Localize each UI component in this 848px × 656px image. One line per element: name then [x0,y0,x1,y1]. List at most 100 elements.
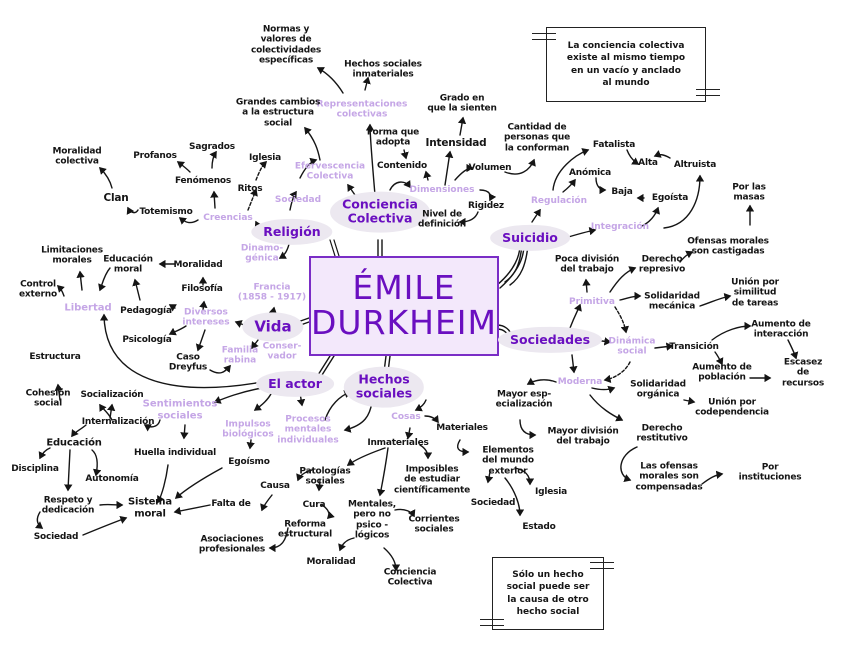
node-patologias: Patologías sociales [299,466,351,487]
node-primitiva: Primitiva [569,296,615,307]
branch-el-actor[interactable]: El actor [256,370,334,398]
node-derecho-represivo: Derecho represivo [638,254,686,275]
node-causa: Causa [260,480,290,491]
node-union-codependencia: Unión por codependencia [695,397,769,418]
node-grandes-cambios: Grandes cambios a la estructura social [235,97,321,129]
note-hecho-social: Sólo un hecho social puede ser la causa … [492,557,604,630]
note-mark [532,33,556,40]
node-cohesion: Cohesión social [25,388,71,409]
node-solidaridad-mecanica: Solidaridad mecánica [644,291,700,312]
node-integracion: Integración [590,221,650,232]
node-por-masas: Por las masas [732,182,766,203]
note-mark [590,562,614,569]
node-materiales: Materiales [436,422,488,433]
node-impulsos: Impulsos biológicos [222,419,274,440]
branch-vida[interactable]: Vida [242,312,304,342]
node-clan: Clan [103,191,129,204]
node-rigidez: Rigidez [468,200,504,211]
node-fenomenos: Fenómenos [174,175,232,186]
node-cosas: Cosas [391,411,421,422]
node-fatalista: Fatalista [592,139,636,150]
node-aumento-interaccion: Aumento de interacción [751,319,811,340]
node-conservador: Conser- vador [262,341,302,362]
node-libertad: Libertad [64,302,112,314]
node-alta: Alta [638,157,658,168]
note-mark [696,89,720,96]
node-disciplina: Disciplina [11,463,59,474]
branch-sociedades[interactable]: Sociedades [497,326,603,354]
branch-conciencia-colectiva[interactable]: Conciencia Colectiva [330,191,430,233]
node-huella: Huella individual [134,447,216,458]
node-escasez: Escasez de recursos [781,357,825,389]
branch-religion[interactable]: Religión [251,218,333,246]
node-hechos-inmateriales: Hechos sociales inmateriales [344,59,422,80]
node-reforma: Reforma estructural [277,519,333,540]
node-moralidad-hechos: Moralidad [306,556,356,567]
branch-hechos-sociales[interactable]: Hechos sociales [343,366,425,408]
node-representaciones: Representaciones colectivas [316,99,408,120]
node-sociedad-actor: Sociedad [33,531,79,542]
node-sociedad-religion: Sociedad [274,194,322,205]
node-contenido: Contenido [377,160,427,171]
node-filosofia: Filosofía [181,283,223,294]
note-conciencia: La conciencia colectiva existe al mismo … [546,27,706,102]
node-sociedad-hechos: Sociedad [470,497,516,508]
node-profanos: Profanos [133,150,177,161]
node-altruista: Altruista [673,159,717,170]
node-control-externo: Control externo [19,279,57,300]
node-mayor-division: Mayor división del trabajo [547,426,619,447]
node-elementos: Elementos del mundo exterior [482,445,534,477]
node-educacion: Educación [46,437,102,449]
node-iglesia-hechos: Iglesia [534,486,568,497]
node-grado: Grado en que la sienten [427,93,497,114]
node-sagrados: Sagrados [189,141,235,152]
node-estructura: Estructura [29,351,81,362]
node-totemismo: Totemismo [139,206,193,217]
node-corrientes: Corrientes sociales [408,514,460,535]
branch-suicidio[interactable]: Suicidio [490,224,570,252]
node-estado: Estado [522,521,556,532]
node-autonomia: Autonomía [85,473,139,484]
node-caso-dreyfus: Caso Dreyfus [168,352,208,373]
node-familia-rabina: Familia rabina [221,345,259,366]
node-regulacion: Regulación [530,195,588,206]
node-poca-division: Poca división del trabajo [554,254,620,275]
node-moderna: Moderna [557,376,603,387]
node-psicologia: Psicología [122,334,172,345]
node-por-instituciones: Por instituciones [738,462,802,483]
node-transicion: Transición [669,341,719,352]
node-asociaciones: Asociaciones profesionales [198,534,266,555]
node-cura: Cura [302,499,326,510]
node-aumento-poblacion: Aumento de población [692,362,752,383]
node-imposibles: Imposibles de estudiar científicamente [393,464,471,496]
node-normas: Normas y valores de colectividades espec… [251,24,321,66]
central-topic-line2: DURKHEIM [311,303,498,342]
node-moralidad-vida: Moralidad [173,259,223,270]
node-internalizacion: Internalización [81,416,155,427]
node-dimensiones: Dimensiones [409,184,475,195]
node-dinamogenica: Dinamo- génica [240,243,284,264]
node-derecho-restitutivo: Derecho restitutivo [636,423,688,444]
node-dinamica-social: Dinámica social [608,336,656,357]
node-ritos: Ritos [237,183,263,194]
node-procesos: Procesos mentales individuales [277,414,339,446]
node-egoista: Egoísta [651,192,689,203]
node-volumen: Volumen [468,162,512,173]
node-conciencia-hechos: Conciencia Colectiva [383,567,437,588]
node-respeto: Respeto y dedicación [41,495,95,516]
node-intensidad: Intensidad [425,136,487,149]
central-topic-line1: ÉMILE [352,268,456,308]
node-creencias: Creencias [203,212,253,223]
node-pedagogia: Pedagogía [120,305,172,316]
node-moralidad-colectiva: Moralidad colectiva [52,146,102,167]
node-anomica: Anómica [568,167,612,178]
node-nivel: Nivel de definición [417,209,467,230]
node-ofensas-compensadas: Las ofensas morales son compensadas [635,461,703,493]
node-sistema-moral: Sistema moral [128,496,172,520]
node-mentales: Mentales, pero no psico - lógicos [347,499,397,541]
node-efervescencia: Efervescencia Colectiva [294,161,366,182]
node-educacion-moral: Educación moral [103,254,153,275]
central-topic-box[interactable]: ÉMILE DURKHEIM [309,256,499,356]
node-sentimientos: Sentimientos sociales [142,398,218,422]
